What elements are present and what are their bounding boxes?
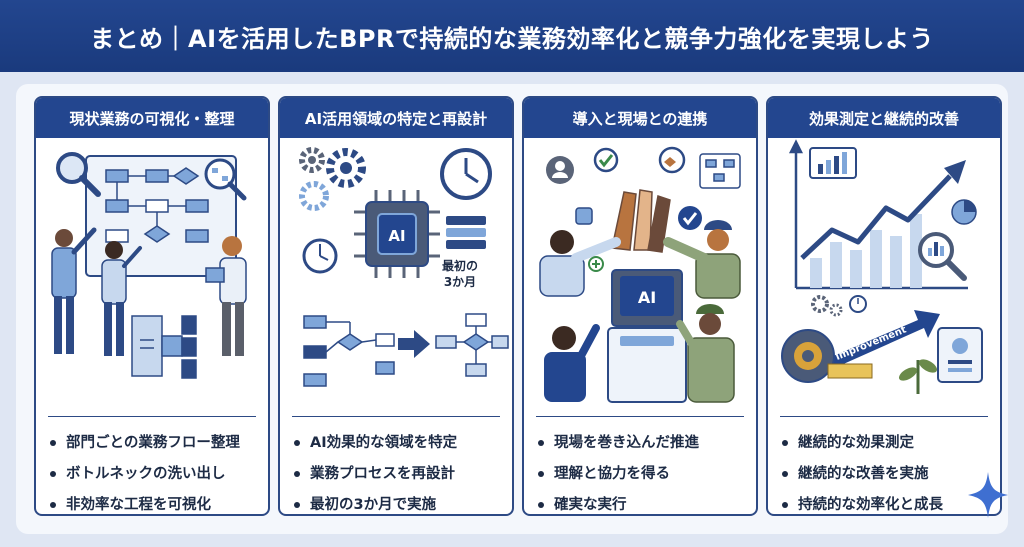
whiteboard xyxy=(85,155,237,277)
person-left xyxy=(51,227,97,354)
list-item: 非効率な工程を可視化 xyxy=(50,490,268,514)
callout-line-2: 3か月 xyxy=(444,275,476,289)
profile-card-icon xyxy=(937,327,983,383)
list-item: ボトルネックの洗い出し xyxy=(50,459,268,490)
arrow-right-icon xyxy=(398,330,430,358)
person-worker xyxy=(663,220,741,299)
card-title: AI活用領域の特定と再設計 xyxy=(280,98,512,138)
high-five-hands xyxy=(611,189,671,253)
illustration-improvement: Improvement xyxy=(781,139,983,394)
list-item: 理解と協力を得る xyxy=(538,459,756,490)
clock-icon xyxy=(440,148,492,200)
flowchart-icon xyxy=(105,167,209,243)
measuring-tape-icon xyxy=(781,329,873,383)
plus-icon xyxy=(588,256,604,272)
card-divider xyxy=(48,416,256,417)
bullet-dot xyxy=(538,440,544,446)
list-item: AI効果的な領域を特定 xyxy=(294,428,512,459)
person-right xyxy=(205,236,247,356)
bullet-dot xyxy=(294,502,300,508)
list-item: 持続的な効率化と成長 xyxy=(782,490,1000,514)
flowchart-icon xyxy=(699,153,741,189)
list-item: 継続的な効果測定 xyxy=(782,428,1000,459)
card-title: 効果測定と継続的改善 xyxy=(768,98,1000,138)
bullet-dot xyxy=(538,471,544,477)
growth-chart-icon xyxy=(809,147,857,179)
bullet-dot xyxy=(782,440,788,446)
bullet-dot xyxy=(50,440,56,446)
sparkle-icon xyxy=(968,472,1008,518)
list-item: 最初の3か月で実施 xyxy=(294,490,512,514)
list-item: 業務プロセスを再設計 xyxy=(294,459,512,490)
card-divider xyxy=(780,416,988,417)
handshake-icon xyxy=(658,146,686,174)
checkmark-icon xyxy=(593,147,619,173)
bullet-dot xyxy=(782,471,788,477)
card-ai-redesign: AI活用領域の特定と再設計 xyxy=(278,96,514,516)
card-implementation: 導入と現場との連携 xyxy=(522,96,758,516)
gear-icon xyxy=(326,148,366,188)
person-left xyxy=(539,230,621,297)
magnifier-icon xyxy=(56,152,101,197)
bullet-dot xyxy=(782,502,788,508)
ai-kiosk: AI xyxy=(607,269,687,403)
card-divider xyxy=(536,416,744,417)
illustration-ai-redesign: AI 最初の 3か月 xyxy=(299,147,509,387)
flowchart-icon xyxy=(435,313,509,377)
thumbs-up-icon xyxy=(575,207,593,225)
illustration-field-collaboration: AI xyxy=(539,146,741,403)
card-measurement: 効果測定と継続的改善 xyxy=(766,96,1002,516)
server-icon xyxy=(446,216,486,249)
list-item: 部門ごとの業務フロー整理 xyxy=(50,428,268,459)
illustration-process-analysis xyxy=(51,152,247,379)
bullet-list: AI効果的な領域を特定 業務プロセスを再設計 最初の3か月で実施 xyxy=(280,428,512,514)
bullet-dot xyxy=(538,502,544,508)
gear-icon xyxy=(299,147,325,173)
bullet-dot xyxy=(50,502,56,508)
chip-label: AI xyxy=(388,227,405,245)
bullet-dot xyxy=(50,471,56,477)
pie-chart-icon xyxy=(951,199,977,225)
bullet-list: 現場を巻き込んだ推進 理解と協力を得る 確実な実行 xyxy=(524,428,756,514)
callout-line-1: 最初の xyxy=(442,258,478,273)
list-item: 現場を巻き込んだ推進 xyxy=(538,428,756,459)
person-woman xyxy=(544,324,600,402)
gear-icon xyxy=(299,181,329,211)
ai-chip-icon: AI xyxy=(354,190,440,278)
card-visualize: 現状業務の可視化・整理 xyxy=(34,96,270,516)
person-worker-right xyxy=(676,304,735,403)
list-item: 継続的な改善を実施 xyxy=(782,459,1000,490)
users-icon xyxy=(546,156,574,184)
trend-line xyxy=(800,160,966,260)
gear-icon xyxy=(811,295,843,317)
flowchart-icon xyxy=(303,315,395,387)
bar-mini xyxy=(810,214,922,288)
clock-icon xyxy=(302,238,338,274)
arrow-label: Improvement xyxy=(834,324,908,363)
bullet-list: 部門ごとの業務フロー整理 ボトルネックの洗い出し 非効率な工程を可視化 xyxy=(36,428,268,514)
card-title: 現状業務の可視化・整理 xyxy=(36,98,268,138)
person-middle xyxy=(101,241,142,356)
magnifier-icon xyxy=(204,158,247,201)
card-divider xyxy=(292,416,500,417)
clock-icon xyxy=(849,295,867,313)
page-title: まとめ｜AIを活用したBPRで持続的な業務効率化と競争力強化を実現しよう xyxy=(0,0,1024,72)
bottleneck-diagram xyxy=(131,315,197,379)
checkmark-icon xyxy=(678,206,702,230)
kiosk-label: AI xyxy=(638,288,656,307)
plant-icon xyxy=(898,359,938,394)
list-item: 確実な実行 xyxy=(538,490,756,514)
magnifier-icon xyxy=(918,232,967,281)
card-title: 導入と現場との連携 xyxy=(524,98,756,138)
bullet-dot xyxy=(294,471,300,477)
bullet-dot xyxy=(294,440,300,446)
bullet-list: 継続的な効果測定 継続的な改善を実施 持続的な効率化と成長 xyxy=(768,428,1000,514)
